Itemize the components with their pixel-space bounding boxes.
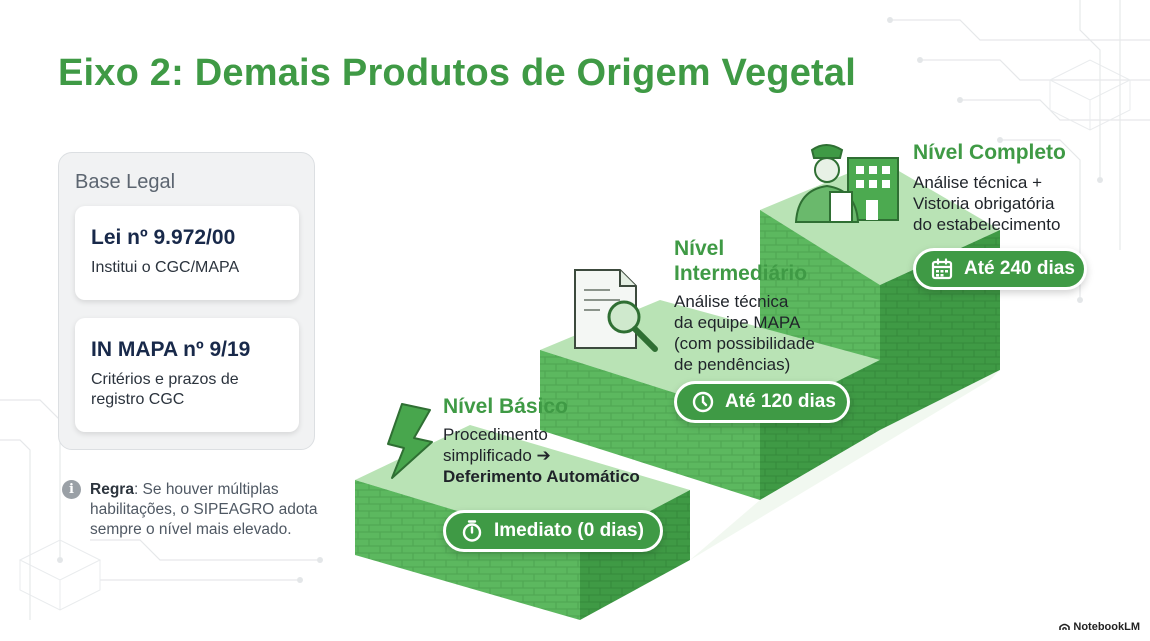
law-card-title: Lei nº 9.972/00	[91, 226, 236, 249]
badge-120-days-label: Até 120 dias	[725, 391, 836, 412]
badge-240-days-label: Até 240 dias	[964, 258, 1075, 279]
law-card: Lei nº 9.972/00 Institui o CGC/MAPA	[75, 206, 299, 300]
level-intermediate-title: Nível Intermediário	[674, 237, 808, 285]
normative-card-description: Critérios e prazos de registro CGC	[91, 371, 239, 408]
calendar-icon	[931, 258, 953, 280]
notebooklm-logo-icon	[1059, 623, 1071, 630]
stopwatch-icon	[462, 520, 482, 542]
normative-card-title: IN MAPA nº 9/19	[91, 338, 251, 361]
level-basic-title: Nível Básico	[443, 395, 568, 418]
legal-heading: Base Legal	[75, 171, 176, 193]
brand-watermark: NotebookLM	[1059, 621, 1140, 633]
badge-immediate-label: Imediato (0 dias)	[494, 520, 644, 541]
document-search-icon	[574, 269, 658, 352]
normative-card: IN MAPA nº 9/19 Critérios e prazos de re…	[75, 318, 299, 432]
badge-120-days: Até 120 dias	[674, 381, 850, 423]
law-card-description: Institui o CGC/MAPA	[91, 259, 240, 276]
step-side-basic	[580, 490, 690, 620]
level-complete-title: Nível Completo	[913, 141, 1066, 164]
level-intermediate-description: Análise técnica da equipe MAPA (com poss…	[674, 292, 815, 374]
inspector-building-icon	[794, 144, 899, 223]
lightning-bolt-icon	[387, 403, 433, 479]
level-basic-description: Procedimento simplificado ➔ Deferimento …	[443, 425, 640, 486]
rule-note: i Regra: Se houver múltiplas habilitaçõe…	[62, 480, 332, 540]
clock-icon	[692, 391, 714, 413]
legal-basis-panel: Base Legal Lei nº 9.972/00 Institui o CG…	[58, 152, 315, 450]
page-title: Eixo 2: Demais Produtos de Origem Vegeta…	[58, 52, 856, 94]
level-complete-description: Análise técnica + Vistoria obrigatória d…	[913, 173, 1061, 234]
badge-immediate: Imediato (0 dias)	[443, 510, 663, 552]
badge-240-days: Até 240 dias	[913, 248, 1087, 290]
info-icon: i	[62, 480, 81, 499]
step-side-intermediate	[760, 360, 880, 500]
rule-text: : Se houver múltiplas habilitações, o SI…	[90, 481, 318, 538]
rule-label: Regra	[90, 481, 134, 498]
brand-name: NotebookLM	[1073, 621, 1140, 633]
step-front-intermediate	[540, 350, 760, 500]
